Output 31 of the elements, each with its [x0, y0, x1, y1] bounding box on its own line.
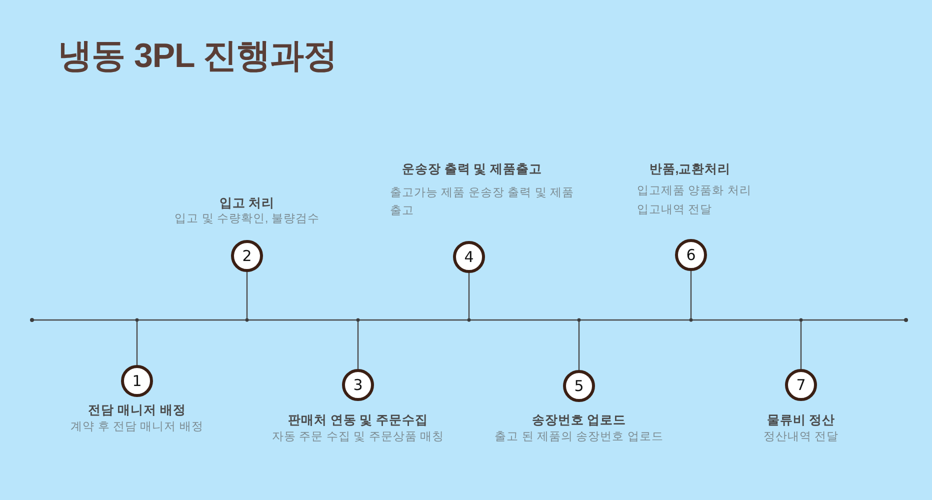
step-number-circle: 6: [675, 239, 707, 271]
step-title: 송장번호 업로드: [532, 412, 626, 428]
step-description: 출고 된 제품의 송장번호 업로드: [494, 430, 664, 445]
connector-line: [246, 272, 248, 319]
step-description: 계약 후 전담 매니저 배정: [70, 420, 204, 435]
connector-line: [690, 271, 692, 319]
step-title: 전담 매니저 배정: [88, 402, 186, 418]
connector-line: [578, 321, 580, 370]
step-description: 출고가능 제품 운송장 출력 및 제품 출고: [390, 186, 575, 219]
step-number-circle: 5: [563, 370, 595, 402]
step-description: 자동 주문 수집 및 주문상품 매칭: [272, 430, 444, 445]
step-number-circle: 4: [453, 241, 485, 273]
connector-line: [468, 273, 470, 319]
diagram-title: 냉동 3PL 진행과정: [58, 36, 338, 76]
step-description: 입고 및 수량확인, 불량검수: [174, 212, 320, 227]
step-description: 입고내역 전달: [637, 203, 712, 218]
step-description: 입고제품 양품화 처리: [637, 184, 752, 199]
step-title: 물류비 정산: [766, 412, 836, 428]
step-number-circle: 7: [785, 369, 817, 401]
step-title: 판매처 연동 및 주문수집: [288, 412, 428, 428]
connector-line: [800, 321, 802, 369]
step-title: 입고 처리: [219, 195, 275, 211]
step-title: 운송장 출력 및 제품출고: [402, 161, 542, 177]
connector-line: [136, 321, 138, 365]
timeline-axis: [29, 318, 909, 322]
step-description: 정산내역 전달: [763, 430, 839, 445]
step-number-circle: 3: [342, 369, 374, 401]
connector-line: [357, 321, 359, 369]
step-number-circle: 2: [231, 240, 263, 272]
step-number-circle: 1: [121, 365, 153, 397]
step-title: 반품,교환처리: [649, 161, 731, 177]
